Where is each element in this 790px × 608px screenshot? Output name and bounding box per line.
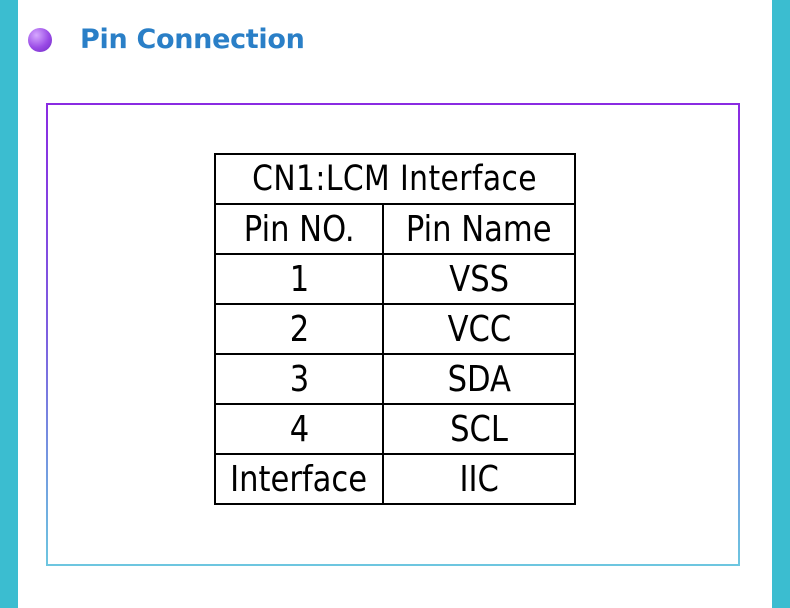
pin-number: 2 bbox=[289, 308, 309, 350]
left-accent-bar bbox=[0, 0, 18, 608]
section-header: Pin Connection bbox=[28, 24, 305, 55]
pin-name-cell: VCC bbox=[382, 303, 576, 355]
interface-label-cell: Interface bbox=[214, 453, 384, 505]
table-row: 3 SDA bbox=[214, 353, 576, 405]
content-frame: CN1:LCM Interface Pin NO. Pin Name 1 VSS… bbox=[46, 103, 740, 566]
pin-name: SCL bbox=[450, 408, 508, 450]
table-caption-row: CN1:LCM Interface bbox=[214, 153, 576, 205]
interface-value-cell: IIC bbox=[382, 453, 576, 505]
table-row: 1 VSS bbox=[214, 253, 576, 305]
pin-number: 4 bbox=[289, 408, 309, 450]
section-title: Pin Connection bbox=[80, 24, 305, 55]
pin-number-cell: 3 bbox=[214, 353, 384, 405]
pin-number: 1 bbox=[289, 258, 309, 300]
table-row: Interface IIC bbox=[214, 453, 576, 505]
column-header-pin-name-text: Pin Name bbox=[406, 208, 552, 250]
table-row: 4 SCL bbox=[214, 403, 576, 455]
table-caption-text: CN1:LCM Interface bbox=[252, 159, 538, 199]
pin-name-cell: SCL bbox=[382, 403, 576, 455]
right-accent-bar bbox=[772, 0, 790, 608]
pin-number-cell: 1 bbox=[214, 253, 384, 305]
column-header-pin-name: Pin Name bbox=[382, 203, 576, 255]
table-row: 2 VCC bbox=[214, 303, 576, 355]
pin-number: 3 bbox=[289, 358, 309, 400]
pin-name-cell: SDA bbox=[382, 353, 576, 405]
column-header-pin-no-text: Pin NO. bbox=[243, 208, 355, 250]
bullet-dot-icon bbox=[28, 27, 52, 52]
pin-number-cell: 4 bbox=[214, 403, 384, 455]
interface-value: IIC bbox=[459, 458, 499, 500]
pin-name-cell: VSS bbox=[382, 253, 576, 305]
pin-name: VSS bbox=[449, 258, 509, 300]
table-header-row: Pin NO. Pin Name bbox=[214, 203, 576, 255]
pin-number-cell: 2 bbox=[214, 303, 384, 355]
interface-label: Interface bbox=[230, 458, 368, 500]
pin-name: VCC bbox=[447, 308, 511, 350]
pin-name: SDA bbox=[447, 358, 511, 400]
column-header-pin-no: Pin NO. bbox=[214, 203, 384, 255]
pin-table: CN1:LCM Interface Pin NO. Pin Name 1 VSS… bbox=[214, 153, 576, 505]
table-caption: CN1:LCM Interface bbox=[214, 153, 576, 205]
